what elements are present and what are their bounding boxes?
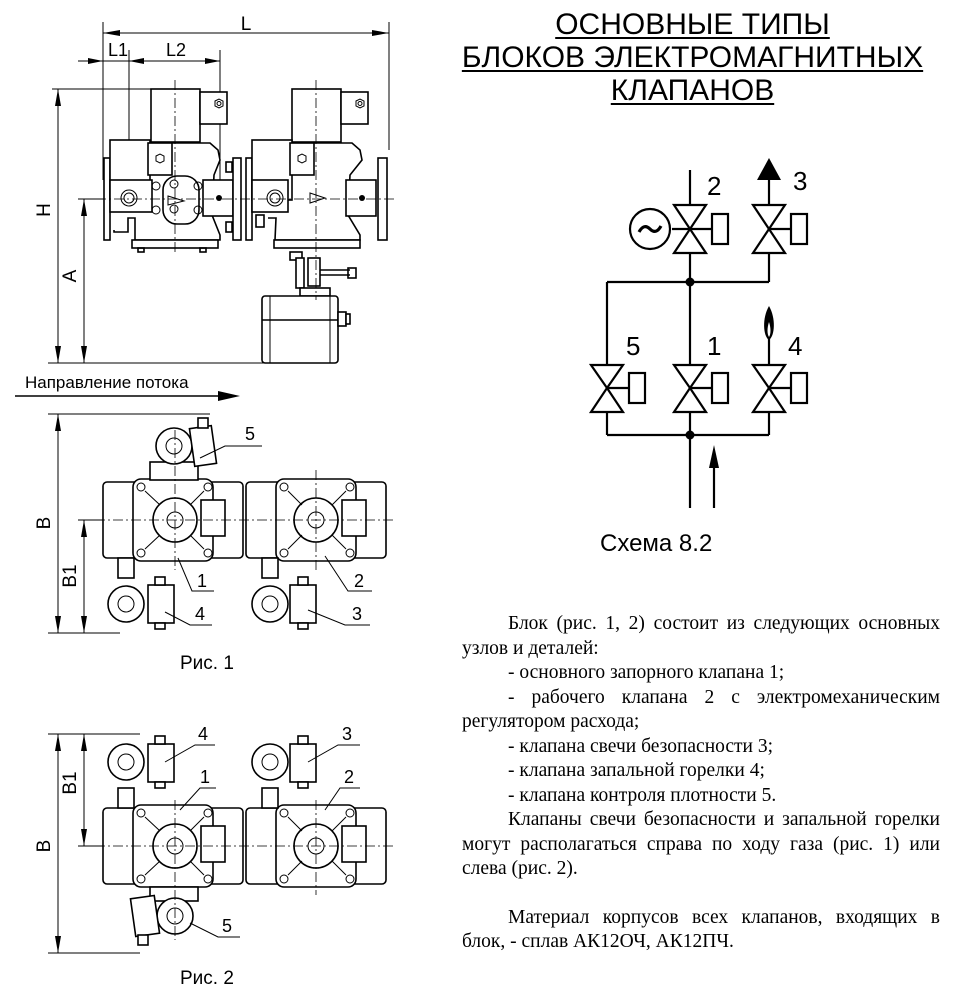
schema-valve-3	[750, 203, 809, 255]
junction-node-top	[685, 277, 695, 287]
schema-label-4: 4	[788, 331, 802, 361]
dim-label-L1: L1	[108, 40, 128, 60]
description-item-5: - клапана контроля плотности 5.	[508, 784, 777, 806]
valve-2-top-fig2	[245, 735, 387, 888]
dimension-B-fig2: B	[34, 733, 140, 954]
flame-icon	[764, 306, 774, 340]
figure-2-caption: Рис. 2	[180, 968, 234, 989]
dim-label-B-fig2: B	[34, 840, 55, 853]
vent-arrow-icon	[757, 158, 781, 180]
callout-3-fig1: 3	[352, 604, 362, 624]
callout-2-fig2: 2	[344, 767, 354, 787]
schema-valve-2	[671, 203, 730, 255]
dimension-L: L	[102, 14, 390, 180]
schema-valve-5	[588, 363, 647, 414]
description-intro: Блок (рис. 1, 2) состоит из следующих ос…	[462, 613, 940, 659]
valve-1-side	[103, 88, 242, 253]
title-line-2: БЛОКОВ ЭЛЕКТРОМАГНИТНЫХ	[461, 41, 924, 74]
dim-label-B-fig1: B	[34, 517, 55, 530]
description-material: Материал корпусов всех клапанов, входящи…	[462, 906, 940, 953]
title-line-3: КЛАПАНОВ	[610, 74, 775, 107]
flow-direction-arrow	[15, 391, 240, 401]
dim-label-L2: L2	[166, 40, 186, 60]
tilde-circle-icon	[628, 207, 672, 251]
callout-5-fig2: 5	[222, 916, 232, 936]
description-item-4: - клапана запальной горелки 4;	[508, 760, 765, 781]
dimension-L1-L2: L1 L2	[78, 40, 221, 200]
schema-label-2: 2	[707, 171, 721, 201]
schema-label-3: 3	[793, 166, 807, 196]
title-line-1: ОСНОВНЫЕ ТИПЫ	[555, 8, 830, 41]
dim-label-L: L	[241, 14, 252, 35]
callout-2-fig1: 2	[354, 571, 364, 591]
schema-caption: Схема 8.2	[600, 530, 713, 557]
dim-label-B1-fig1: B1	[60, 564, 81, 587]
callout-4-fig1: 4	[195, 604, 205, 624]
flow-direction-label: Направление потока	[25, 373, 189, 392]
description-item-2: - рабочего клапана 2 с электромеханическ…	[462, 686, 940, 733]
description-note: Клапаны свечи безопасности и запальной г…	[462, 809, 940, 879]
description-item-3: - клапана свечи безопасности 3;	[508, 735, 774, 757]
description-item-1: - основного запорного клапана 1;	[508, 662, 785, 683]
dim-label-A: A	[60, 269, 81, 282]
schema-label-5: 5	[626, 331, 640, 361]
dim-label-H: H	[34, 203, 55, 217]
dimension-B1-fig2: B1	[60, 734, 110, 847]
dimension-B-fig1: B	[34, 413, 210, 634]
inlet-arrow-icon	[709, 445, 719, 508]
callout-4-fig2: 4	[198, 724, 208, 744]
valve-2-side	[245, 88, 388, 364]
callout-3-fig2: 3	[342, 724, 352, 744]
junction-node-bottom	[685, 430, 695, 440]
dimension-B1-fig1: B1	[60, 519, 110, 633]
dimension-H: H	[34, 88, 270, 364]
schema-valve-4	[750, 363, 809, 414]
page-title: ОСНОВНЫЕ ТИПЫ БЛОКОВ ЭЛЕКТРОМАГНИТНЫХ КЛ…	[440, 8, 945, 107]
callout-1-fig1: 1	[197, 571, 207, 591]
dim-label-B1-fig2: B1	[60, 771, 81, 794]
callouts-fig1: 5 1 2 4 3	[164, 424, 372, 626]
schema-valve-1	[671, 363, 730, 414]
schema-label-1: 1	[707, 331, 721, 361]
callout-1-fig2: 1	[200, 767, 210, 787]
callouts-fig2: 4 3 1 2 5	[164, 724, 360, 938]
callout-5-fig1: 5	[245, 424, 255, 444]
description-text: Блок (рис. 1, 2) состоит из следующих ос…	[462, 612, 940, 955]
figure-1-caption: Рис. 1	[180, 653, 234, 674]
